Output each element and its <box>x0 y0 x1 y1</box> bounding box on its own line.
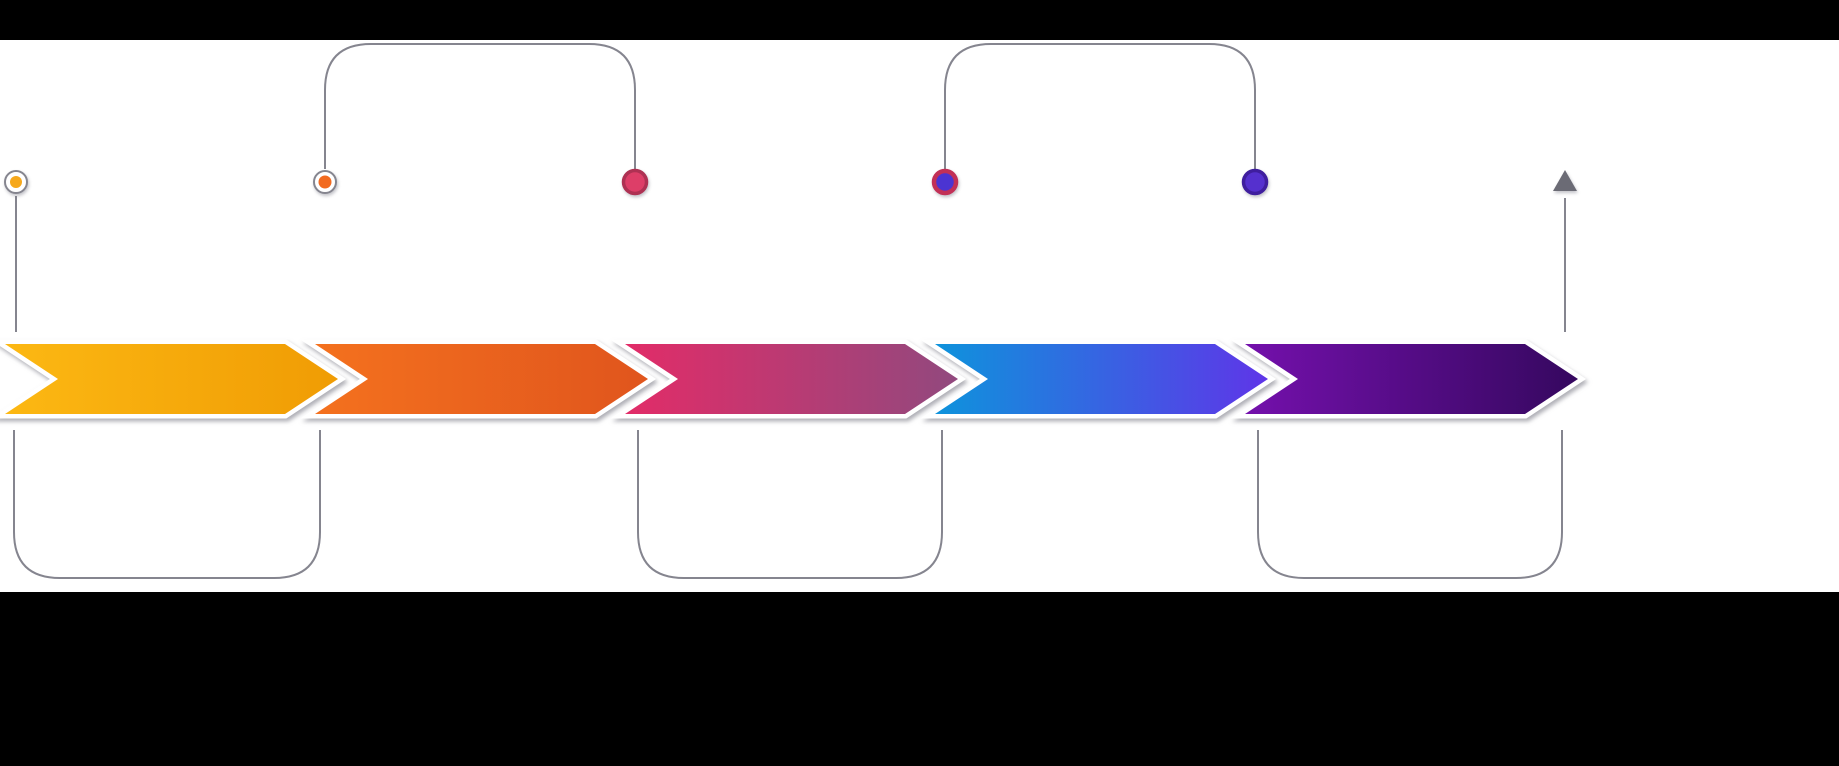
marker-step-2 <box>313 170 337 194</box>
marker-step-2-dot <box>318 175 332 189</box>
marker-step-4-dot <box>931 168 959 196</box>
card-outline-step-5-below <box>1257 430 1563 579</box>
arrow-step-5-shape <box>1230 339 1587 419</box>
arrow-step-4 <box>920 339 1277 419</box>
card-outline-step-3-below <box>637 430 943 579</box>
marker-step-3 <box>621 168 649 196</box>
white-content-band <box>0 40 1839 592</box>
marker-step-5-dot <box>1241 168 1269 196</box>
arrow-step-4-shape <box>920 339 1277 419</box>
card-outlines <box>13 43 1563 579</box>
arrow-step-3-shape <box>610 339 967 419</box>
card-outline-step-2-above <box>324 43 636 169</box>
finish-triangle-icon <box>1553 170 1577 191</box>
arrow-step-2 <box>300 339 657 419</box>
chevron-arrow-row <box>0 339 1587 419</box>
marker-step-4 <box>931 168 959 196</box>
marker-step-5 <box>1241 168 1269 196</box>
marker-step-1-dot <box>10 176 22 188</box>
arrow-step-5 <box>1230 339 1587 419</box>
card-outline-step-4-above <box>944 43 1256 169</box>
marker-step-3-dot <box>621 168 649 196</box>
arrow-step-3 <box>610 339 967 419</box>
arrow-step-1-shape <box>0 339 347 419</box>
marker-step-1 <box>4 170 28 194</box>
connector-stems <box>15 196 1566 332</box>
card-outline-step-1-below <box>13 430 321 579</box>
arrow-step-1 <box>0 339 347 419</box>
end-marker <box>1553 170 1577 191</box>
arrow-step-2-shape <box>300 339 657 419</box>
step-markers <box>4 168 1577 196</box>
